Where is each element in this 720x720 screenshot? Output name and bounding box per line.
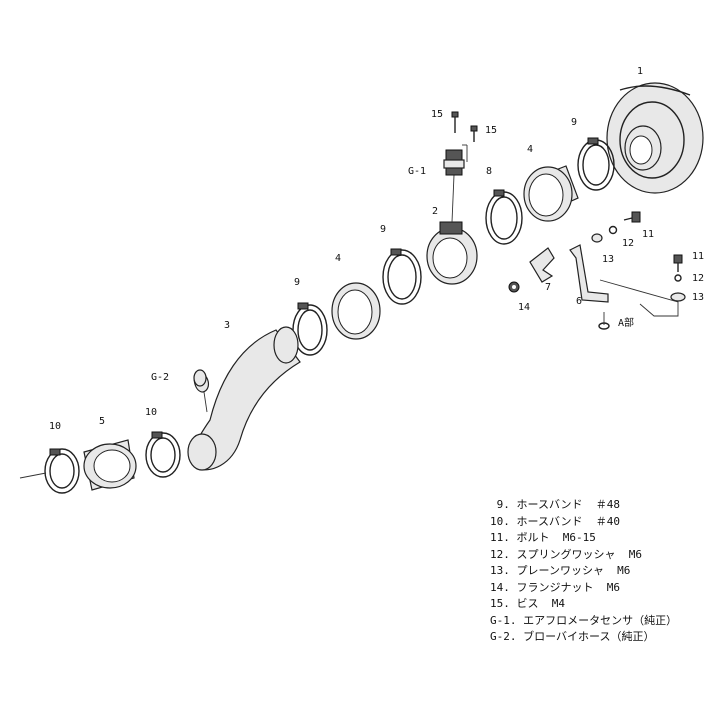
callout-15-left: 15 [431, 109, 443, 120]
bolt-11-far-right [673, 254, 683, 272]
silicone-coupler-4-top [523, 165, 579, 222]
callout-12: 12 [622, 238, 634, 249]
spring-washer-12 [608, 225, 618, 235]
detail-a-label: A部 [618, 316, 634, 329]
legend-item: 13. プレーンワッシャ M6 [490, 564, 631, 577]
legend-item: 12. スプリングワッシャ M6 [490, 547, 642, 561]
callout-12-far-right: 12 [692, 273, 704, 284]
air-flow-meter-housing-part [426, 221, 478, 285]
callout-8: 8 [486, 166, 492, 177]
blow-by-hose-g2 [193, 369, 210, 393]
bracket-6 [569, 244, 609, 303]
callout-g1: G-1 [408, 166, 426, 177]
callout-13-left: 13 [602, 254, 614, 265]
silicone-coupler-4-middle [331, 282, 381, 340]
callout-1: 1 [637, 66, 643, 77]
hose-clamp-10-right [145, 431, 181, 478]
plain-washer-13-left [591, 233, 603, 243]
flange-nut-14 [508, 281, 520, 293]
hose-clamp-9-top [577, 137, 615, 191]
legend-item: 10. ホースバンド ＃40 [490, 514, 620, 528]
callout-5: 5 [99, 416, 105, 427]
callout-10-left: 10 [49, 421, 61, 432]
legend-item: 9. ホースバンド ＃48 [490, 498, 620, 511]
callout-g2: G-2 [151, 372, 169, 383]
callout-15-right: 15 [485, 125, 497, 136]
stay-7 [529, 247, 555, 283]
intake-pipe-3 [187, 326, 301, 471]
hose-clamp-8 [485, 189, 523, 245]
legend-item: G-1. エアフロメータセンサ（純正） [490, 613, 678, 627]
legend-item: G-2. ブローバイホース（純正） [490, 630, 655, 643]
legend-item: 14. フランジナット M6 [490, 580, 620, 594]
plain-washer-13-far-right [670, 292, 686, 302]
silicone-coupler-5 [83, 439, 137, 491]
air-flow-meter-sensor [443, 149, 465, 223]
callout-13-far-right: 13 [692, 292, 704, 303]
screw-15-left [451, 111, 459, 133]
callout-3: 3 [224, 320, 230, 331]
callout-numbers: 1 9 15 15 G-1 4 8 2 9 4 9 3 G-2 10 5 10 … [49, 66, 704, 432]
callout-10-right: 10 [145, 407, 157, 418]
callout-11-right: 11 [642, 229, 654, 240]
bolt-11-right [623, 211, 641, 223]
callout-9-middle: 9 [380, 224, 386, 235]
callout-4-middle: 4 [335, 253, 341, 264]
callout-11-far-right: 11 [692, 251, 704, 262]
callout-6: 6 [576, 296, 582, 307]
callout-7: 7 [545, 282, 551, 293]
parts-legend: 9. ホースバンド ＃48 10. ホースバンド ＃40 11. ボルト M6-… [490, 497, 677, 646]
air-filter-part [606, 82, 704, 194]
hose-clamp-9-middle [382, 248, 422, 305]
screw-15-right [470, 125, 478, 142]
hose-clamp-10-left [44, 448, 80, 494]
legend-item: 11. ボルト M6-15 [490, 531, 596, 544]
legend-item: 15. ビス M4 [490, 597, 565, 610]
spring-washer-12-far-right [674, 274, 682, 282]
callout-2: 2 [432, 206, 438, 217]
callout-4-top: 4 [527, 144, 533, 155]
callout-9-lower: 9 [294, 277, 300, 288]
callout-9-top: 9 [571, 117, 577, 128]
callout-14: 14 [518, 302, 530, 313]
